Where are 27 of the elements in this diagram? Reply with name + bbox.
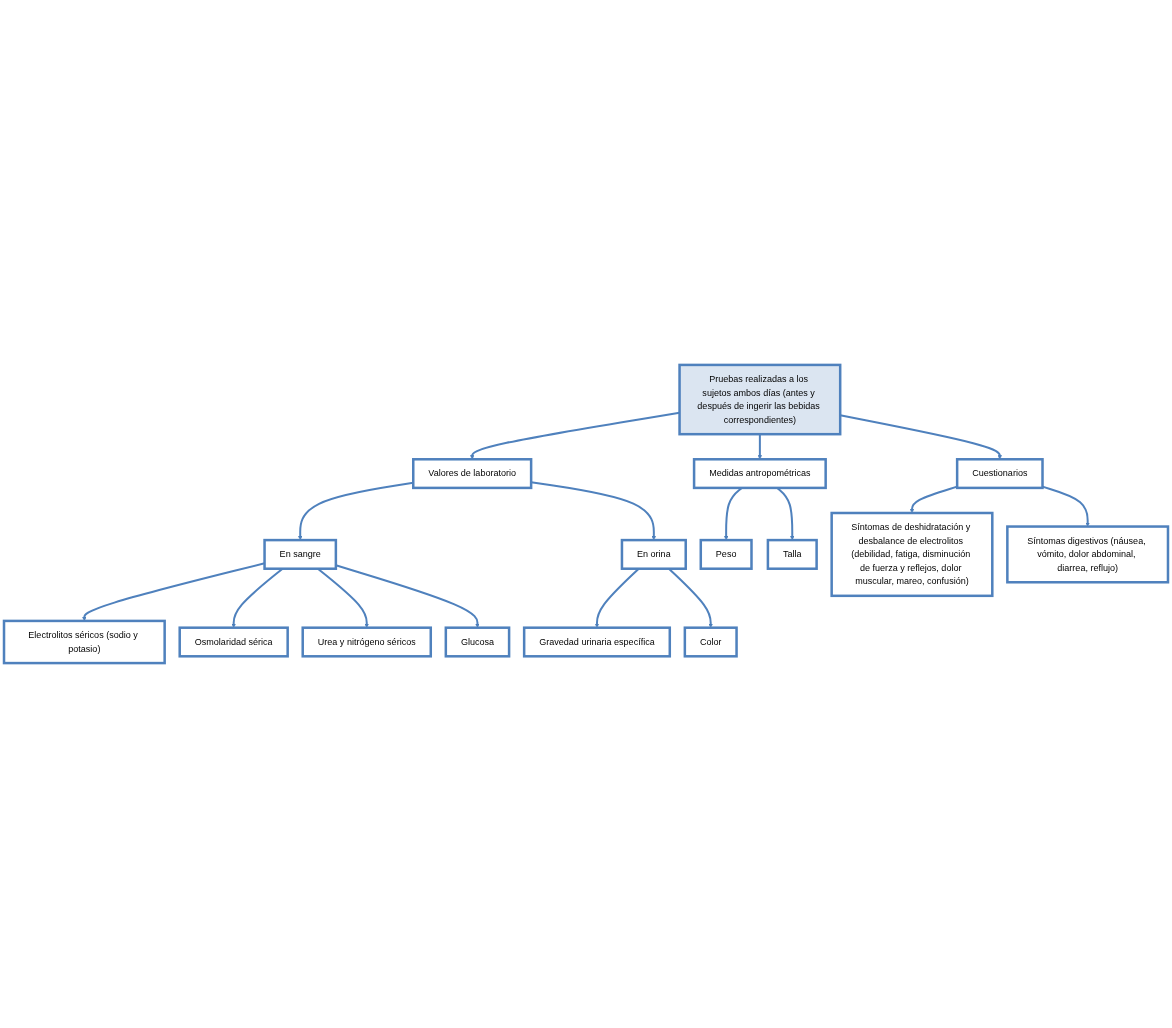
node-box: Pruebas realizadas a los sujetos ambos días (antes y después de ingerir las bebidas correspondientes) bbox=[678, 363, 842, 436]
node-box: Gravedad urinaria específica bbox=[522, 626, 672, 658]
arrow bbox=[723, 487, 743, 541]
node-box: Glucosa bbox=[444, 626, 511, 658]
arrow bbox=[776, 487, 795, 541]
arrow bbox=[668, 568, 713, 628]
node-box: En sangre bbox=[263, 538, 338, 570]
node-box: Urea y nitrógeno séricos bbox=[301, 626, 432, 658]
node-box: Síntomas digestivos (náusea, vómito, dolor abdominal, diarrea, reflujo) bbox=[1006, 525, 1170, 584]
arrow bbox=[335, 564, 480, 628]
node-box: Osmolaridad sérica bbox=[178, 626, 289, 658]
node-box: Peso bbox=[699, 538, 753, 570]
node-box: Color bbox=[683, 626, 738, 658]
arrow bbox=[298, 481, 414, 541]
node-box: Talla bbox=[766, 538, 818, 570]
arrow bbox=[840, 414, 1003, 460]
arrow bbox=[470, 411, 680, 460]
node-box: Valores de laboratorio bbox=[412, 458, 533, 490]
node-box: Medidas antropométricas bbox=[692, 458, 827, 490]
arrow bbox=[1042, 485, 1090, 527]
node-box: Síntomas de deshidratación y desbalance de electrolitos (debilidad, fatiga, disminución de fuerza y reflejos, dolor muscular, mareo, confusión) bbox=[830, 511, 994, 598]
arrow bbox=[909, 485, 958, 514]
node-box: Cuestionarios bbox=[955, 458, 1044, 490]
node-box: En orina bbox=[620, 538, 687, 570]
node-box: Electrolitos séricos (sodio y potasio) bbox=[2, 619, 166, 665]
arrow bbox=[594, 568, 640, 628]
arrow bbox=[757, 434, 763, 460]
